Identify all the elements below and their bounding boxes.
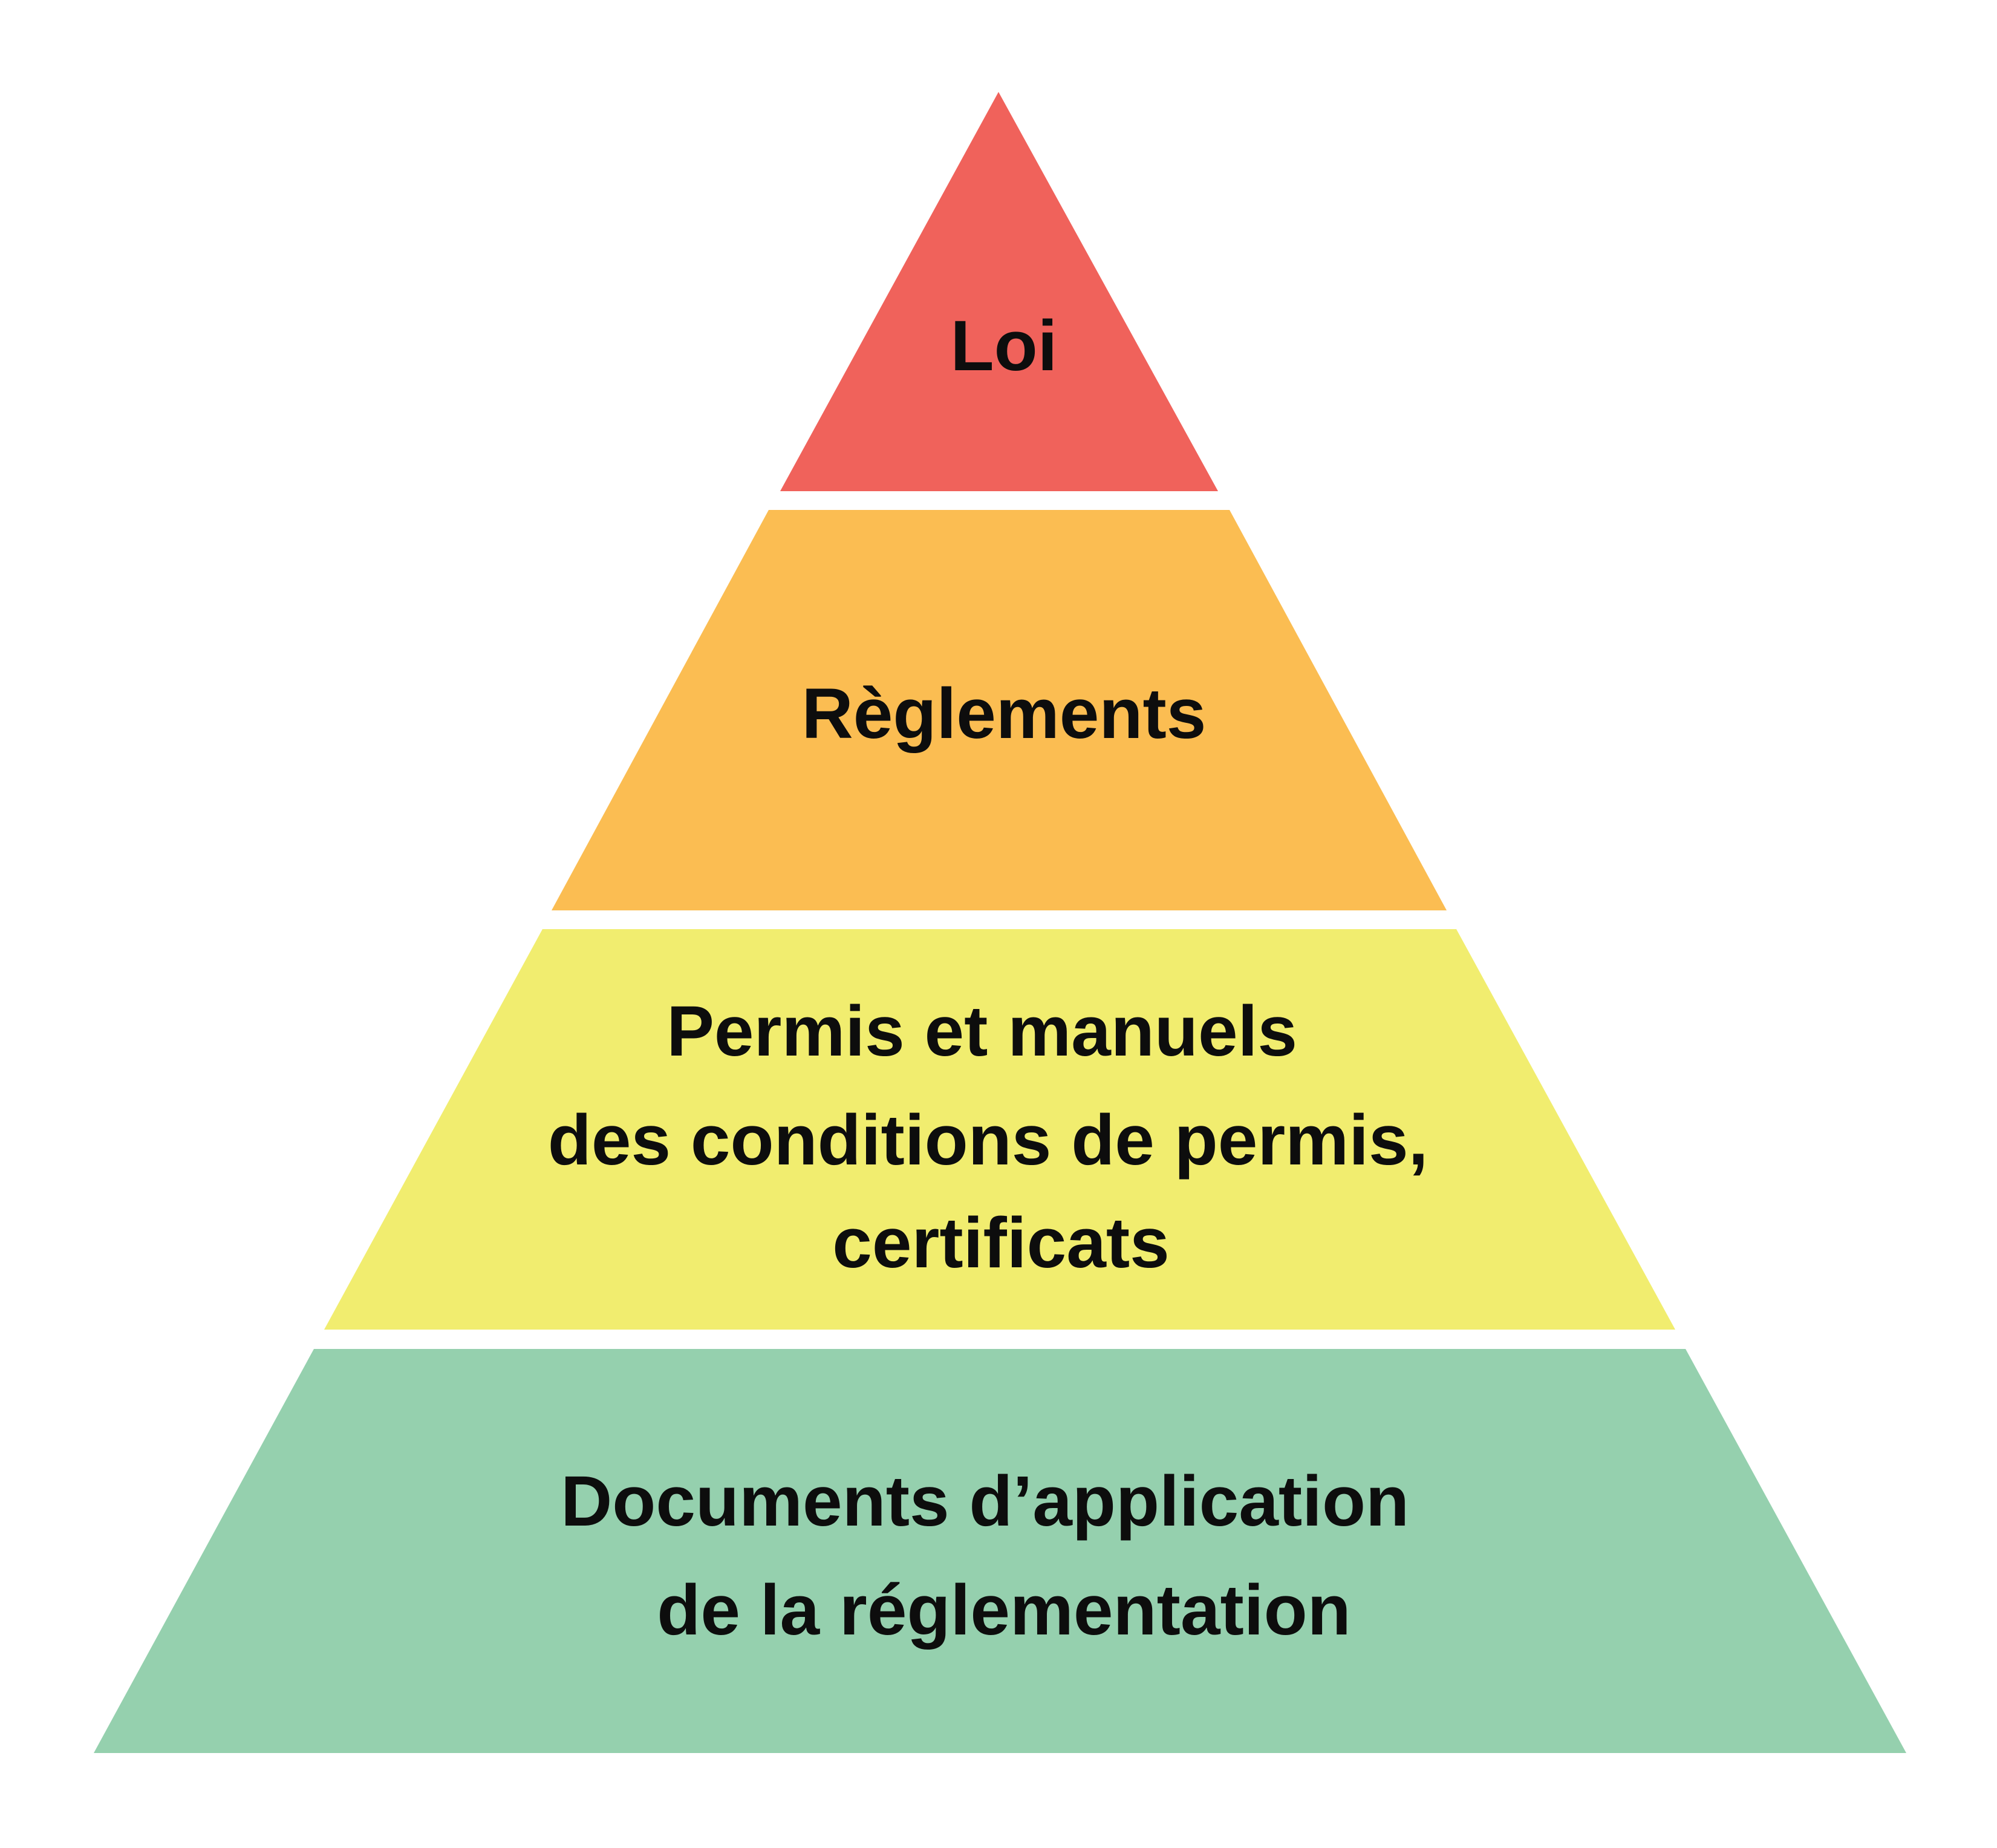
- tier-loi-shape: [780, 92, 1218, 491]
- tier-reglements-shape: [552, 510, 1447, 910]
- tier-loi-label: Loi: [951, 306, 1058, 386]
- tier-permis-shape: [324, 929, 1675, 1330]
- tier-reglements-label: Règlements: [802, 674, 1207, 754]
- tier-documents-shape: [94, 1349, 1906, 1753]
- tier-permis-label: Permis et manuels des conditions de perm…: [548, 991, 1448, 1283]
- tier-documents-label: Documents d’application de la réglementa…: [561, 1461, 1429, 1650]
